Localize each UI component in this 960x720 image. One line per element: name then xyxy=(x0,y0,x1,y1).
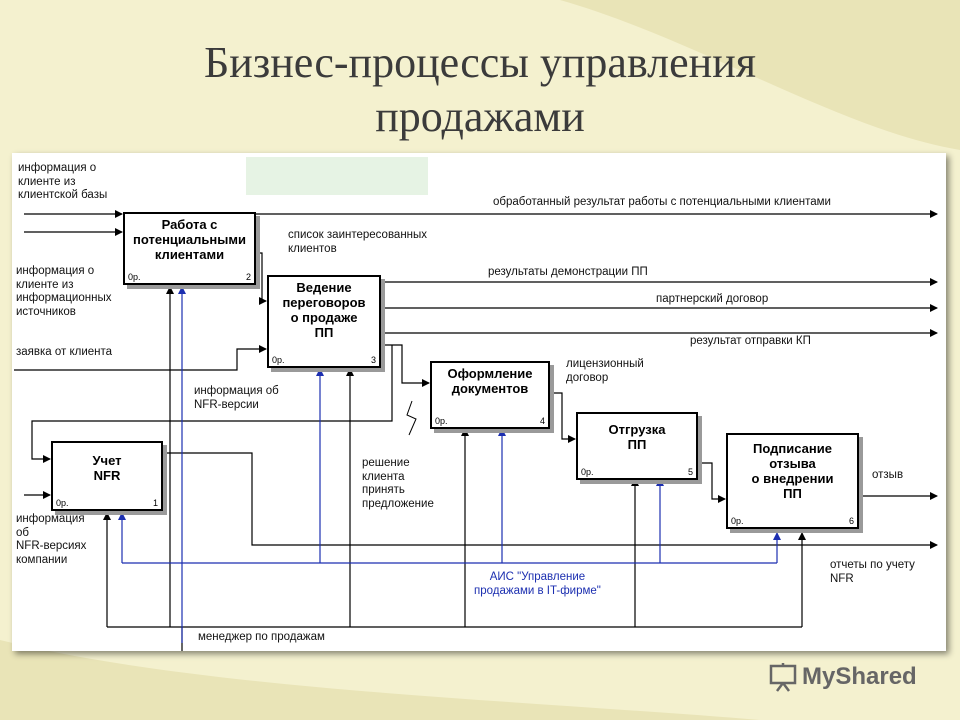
arrow-shipment xyxy=(697,462,726,503)
arrow-license-contract xyxy=(549,392,576,443)
box-review-signing: Подписание отзыва о внедрении ПП 0р. 6 xyxy=(726,433,859,529)
box-number: 2 xyxy=(245,272,251,282)
box-op: 0р. xyxy=(56,498,69,508)
arrow-interested-list xyxy=(255,252,267,305)
label-ais: АИС "Управление продажами в IT-фирме" xyxy=(474,571,601,597)
label-info-client-base: информация о клиенте из клиентской базы xyxy=(18,162,108,201)
title-line-1: Бизнес-процессы управления xyxy=(204,38,756,87)
watermark-logo: MyShared xyxy=(768,660,917,694)
label-partner-contract: партнерский договор xyxy=(656,293,769,305)
box-op: 0р. xyxy=(435,416,448,426)
box-documents: Оформление документов 0р. 4 xyxy=(430,361,550,429)
label-info-nfr-company: информация об NFR-версиях компании xyxy=(16,513,87,566)
box-negotiations: Ведение переговоров о продаже ПП 0р. 3 xyxy=(267,275,381,368)
box-number: 4 xyxy=(539,416,545,426)
green-placeholder xyxy=(246,157,428,195)
label-review: отзыв xyxy=(872,469,904,481)
page-title: Бизнес-процессы управления продажами xyxy=(0,36,960,144)
box-label: Подписание отзыва о внедрении ПП xyxy=(751,441,834,501)
label-license-contract: лицензионный договор xyxy=(566,358,644,384)
box-number: 1 xyxy=(152,498,158,508)
presentation-icon xyxy=(769,663,797,692)
box-number: 3 xyxy=(370,355,376,365)
diagram-arrows xyxy=(14,210,938,651)
title-line-2: продажами xyxy=(375,92,585,141)
idef0-diagram: Работа с потенциальными клиентами 0р. 2 … xyxy=(12,153,946,651)
box-nfr-accounting: Учет NFR 0р. 1 xyxy=(51,441,163,511)
label-sales-manager: менеджер по продажам xyxy=(198,631,325,643)
label-demo-results: результаты демонстрации ПП xyxy=(488,266,648,278)
box-op: 0р. xyxy=(731,516,744,526)
box-op: 0р. xyxy=(581,467,594,477)
label-info-client-sources: информация о клиенте из информационных и… xyxy=(16,265,112,318)
arrow-nfr-info-feedback xyxy=(31,345,393,463)
label-client-request: заявка от клиента xyxy=(16,346,113,358)
label-info-nfr: информация об NFR-версии xyxy=(194,385,279,411)
label-nfr-reports: отчеты по учету NFR xyxy=(830,559,915,585)
box-potential-clients: Работа с потенциальными клиентами 0р. 2 xyxy=(123,212,256,285)
box-label: Работа с потенциальными клиентами xyxy=(133,217,246,262)
box-label: Учет NFR xyxy=(92,453,122,483)
box-label: Отгрузка ПП xyxy=(608,422,666,452)
watermark-text: MyShared xyxy=(802,663,917,690)
box-op: 0р. xyxy=(272,355,285,365)
arrow-nfr-reports xyxy=(162,452,938,549)
arrow-client-decision xyxy=(380,344,430,387)
box-number: 5 xyxy=(687,467,693,477)
label-kp-result: результат отправки КП xyxy=(690,335,811,347)
arrow-client-request xyxy=(14,345,267,371)
label-client-decision: решение клиента принять предложение xyxy=(362,457,434,510)
box-number: 6 xyxy=(848,516,854,526)
box-label: Ведение переговоров о продаже ПП xyxy=(282,280,366,340)
box-shipment: Отгрузка ПП 0р. 5 xyxy=(576,412,698,480)
box-label: Оформление документов xyxy=(447,366,533,396)
label-interested-list: список заинтересованных клиентов xyxy=(288,229,428,255)
label-processed-result: обработанный результат работы с потенциа… xyxy=(493,196,831,208)
box-op: 0р. xyxy=(128,272,141,282)
